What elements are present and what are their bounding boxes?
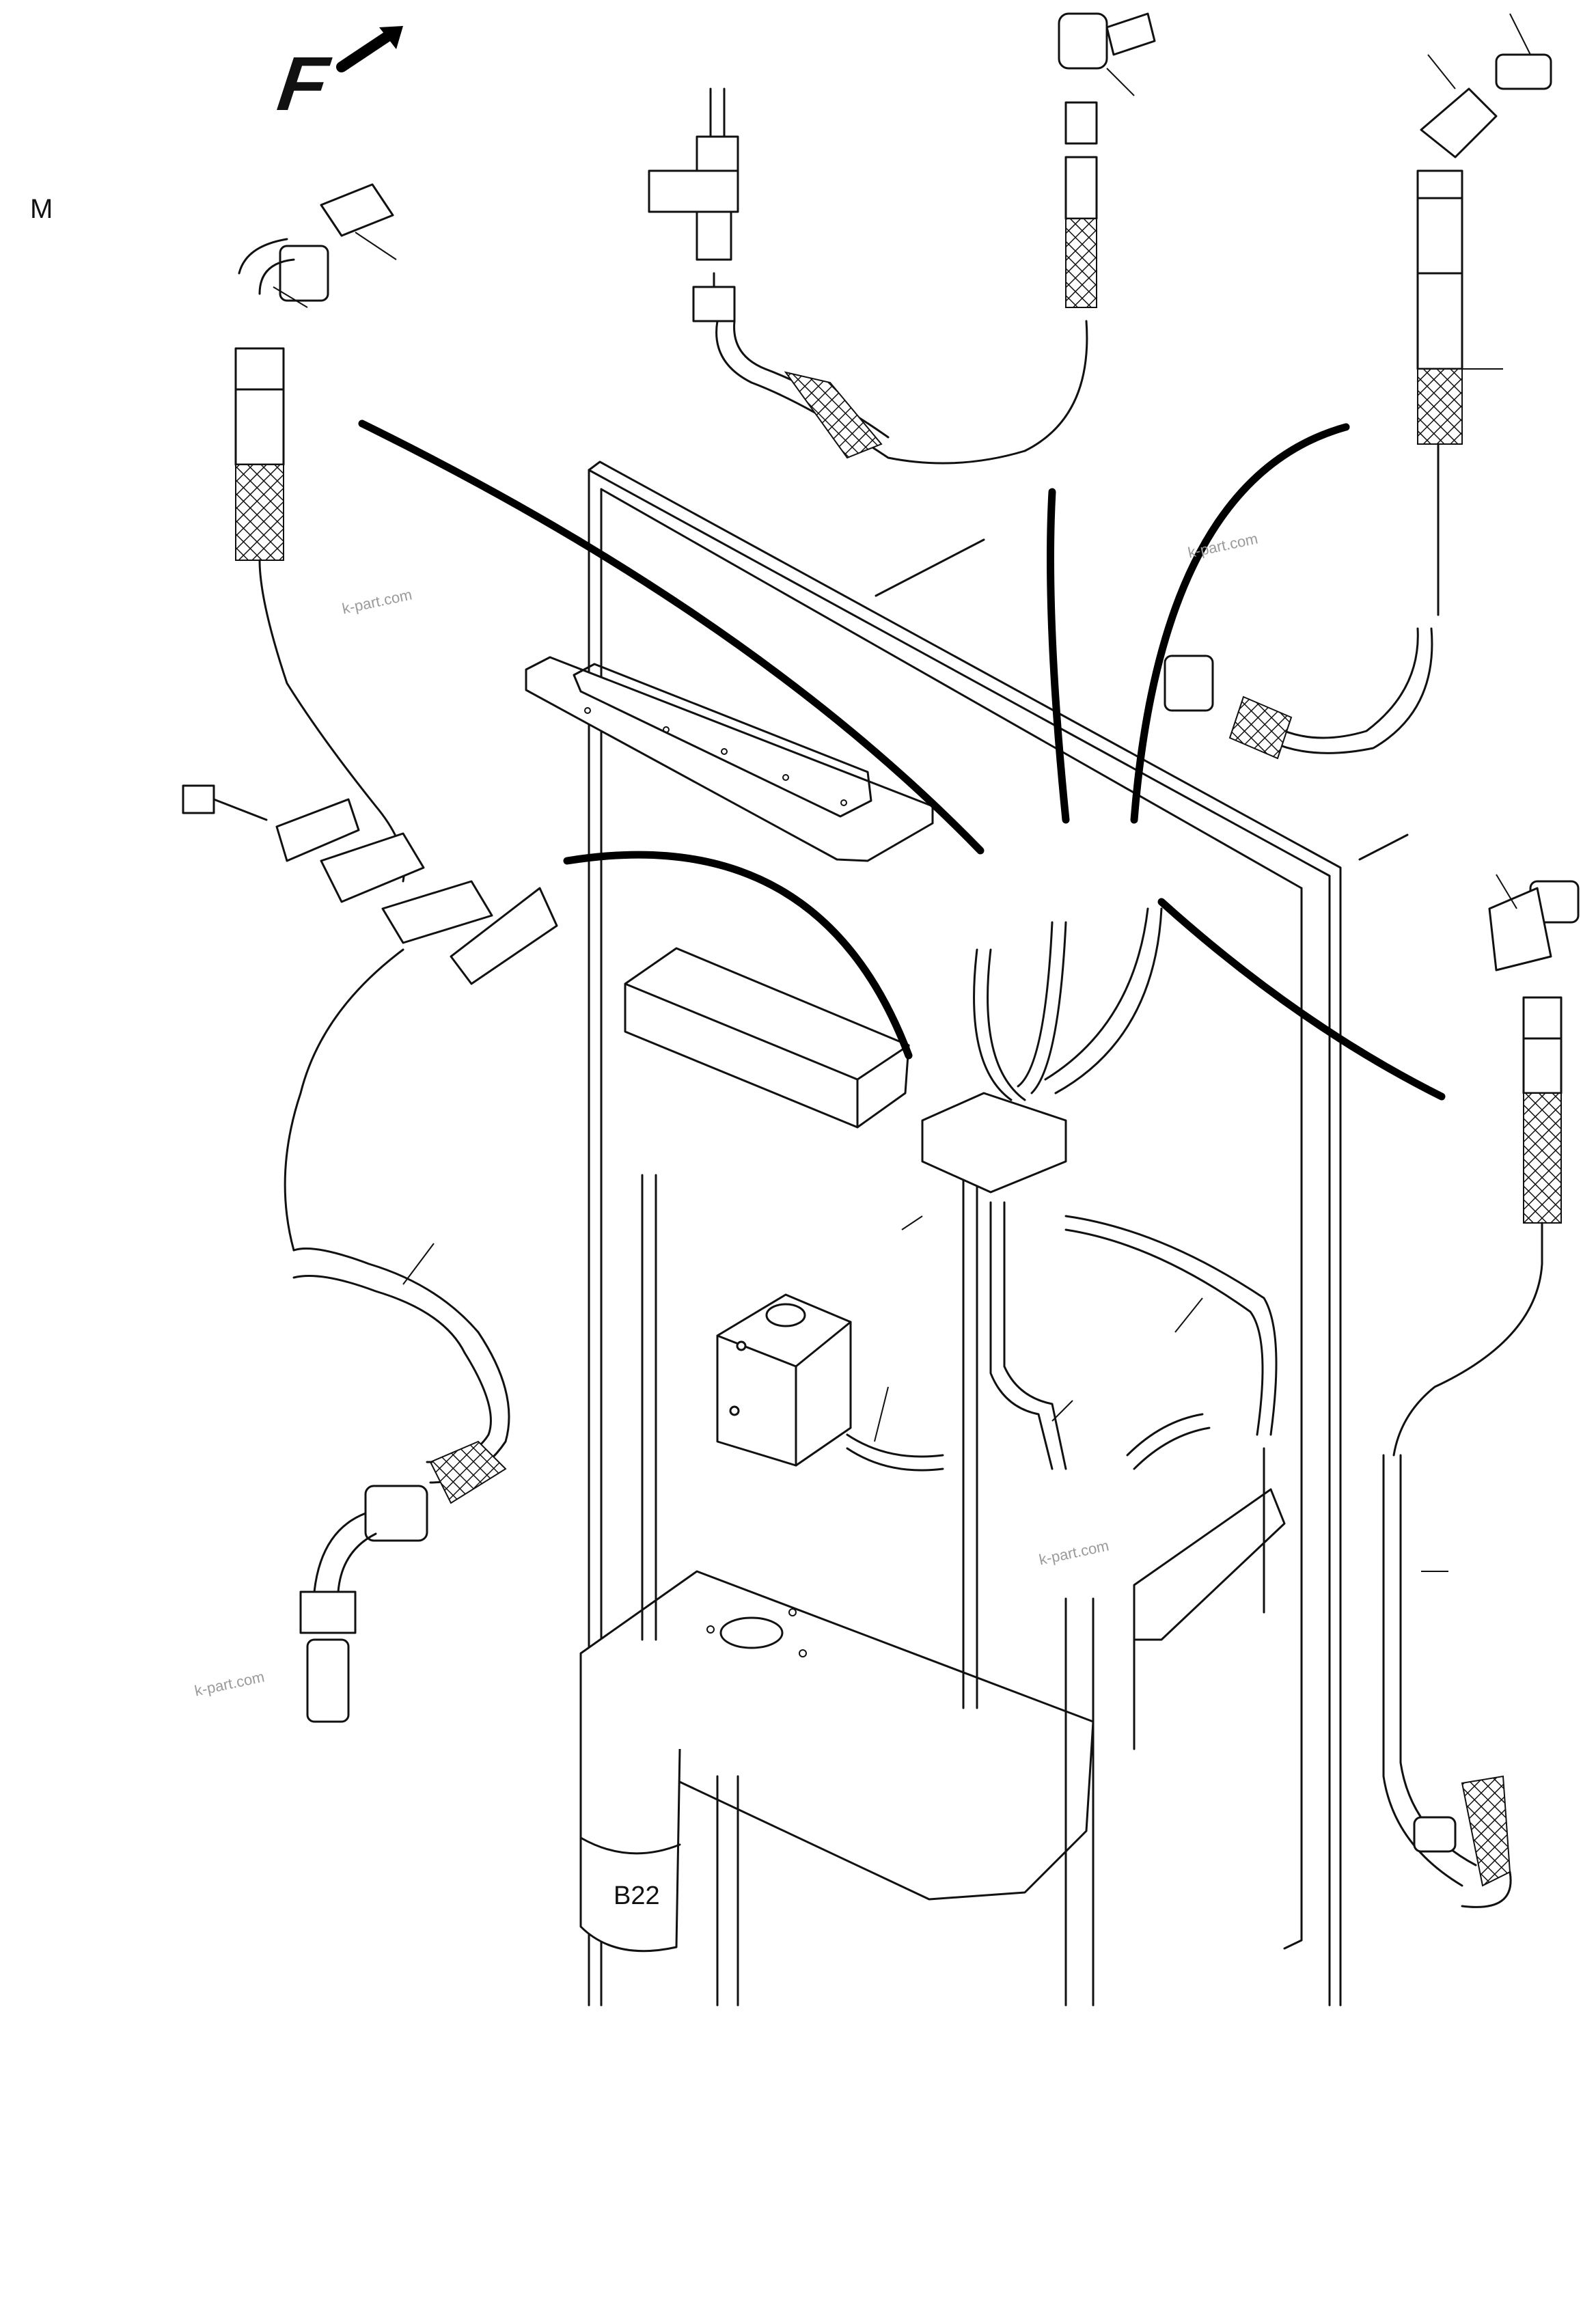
side-bracket	[1133, 1447, 1286, 1750]
hose-assembly-right	[1382, 880, 1580, 1908]
valve-block-middle	[716, 1293, 852, 1467]
component-label-b22: B22	[614, 1882, 660, 1910]
mounting-frame	[588, 460, 1409, 2007]
clamp-assembly	[182, 784, 558, 985]
view-letter-label: M	[30, 194, 53, 224]
vertical-pipes	[641, 1126, 1095, 2007]
hose-assembly-top-right	[1164, 53, 1552, 760]
hose-assembly-left	[284, 948, 510, 1723]
leader-lines	[273, 13, 1531, 1572]
hose-assembly-top-left	[234, 183, 406, 883]
hose-assembly-top-center	[648, 87, 1088, 465]
callout-arrows	[358, 419, 1446, 1101]
filter-canister	[579, 1708, 681, 1953]
valve-block-upper	[624, 947, 910, 1129]
forward-arrow-icon	[336, 26, 403, 72]
hose-bundle	[846, 907, 1278, 1472]
elbow-fitting-top	[1058, 12, 1156, 308]
handle-bracket	[525, 656, 934, 862]
